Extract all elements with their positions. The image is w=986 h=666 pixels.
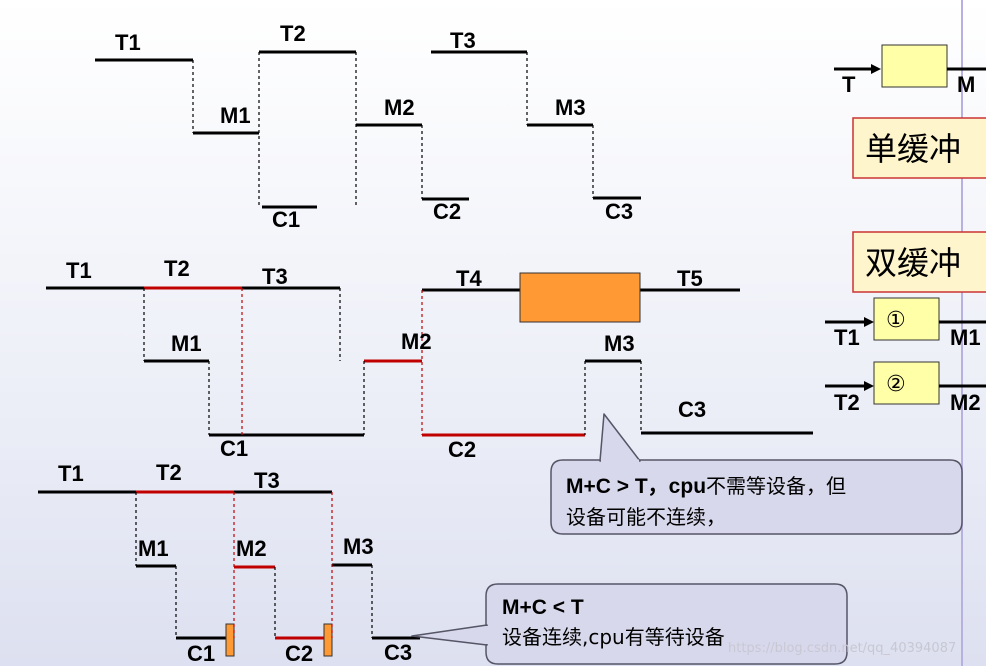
row3-label-t3: T3 — [254, 468, 280, 493]
row1-label-t3: T3 — [450, 28, 476, 53]
double-buffer-t2-label: T2 — [834, 390, 860, 415]
row2-timeline — [46, 286, 813, 437]
row2-label-t1: T1 — [66, 258, 92, 283]
row2-label-t4: T4 — [456, 266, 482, 291]
row2-label-m2: M2 — [401, 329, 432, 354]
row1-label-m2: M2 — [384, 95, 415, 120]
row3-label-c2: C2 — [285, 641, 313, 666]
callout-1-pointer — [599, 413, 641, 462]
row1-dashes — [192, 52, 594, 208]
row2-dashes — [143, 288, 642, 435]
row3-timeline — [38, 490, 420, 640]
double-buffer-m1-label: M1 — [950, 325, 981, 350]
single-buffer-box — [881, 44, 948, 88]
callout-2: M+C < T 设备连续,cpu有等待设备 — [411, 583, 848, 665]
row2-label-m1: M1 — [171, 331, 202, 356]
row1-label-t2: T2 — [280, 21, 306, 46]
row3-c2-wait-block — [323, 623, 333, 657]
callout-2-bubble — [485, 583, 848, 665]
row3-labels: T1 T2 T3 M1 M2 M3 C1 C2 C3 — [58, 460, 412, 666]
row1-label-m3: M3 — [555, 95, 586, 120]
row1-label-c2: C2 — [433, 199, 461, 224]
row2-label-t3: T3 — [262, 264, 288, 289]
row2-label-m3: M3 — [604, 331, 635, 356]
row3-label-t2: T2 — [156, 460, 182, 485]
callout-1: M+C > T，cpu不需等设备，但 设备可能不连续， — [550, 413, 963, 535]
callout-1-line2: 设备可能不连续， — [566, 505, 726, 529]
row3-label-m3: M3 — [343, 534, 374, 559]
single-buffer-t-label: T — [842, 72, 856, 97]
double-buffer-title-box — [852, 231, 986, 293]
legend-single-buffer: T M 单缓冲 — [834, 44, 986, 179]
row1-label-c1: C1 — [272, 207, 300, 232]
row2-label-c3: C3 — [678, 397, 706, 422]
callout-1-line1-rest: 不需等设备，但 — [706, 474, 846, 498]
buffer-2-symbol: ② — [886, 372, 906, 397]
callout-1-line1-bold: M+C > T，cpu — [566, 475, 706, 498]
row2-label-t5: T5 — [677, 266, 703, 291]
row2-labels: T1 T2 T3 T4 T5 M1 M2 M3 C1 C2 C3 — [66, 256, 706, 462]
row3-dashes — [135, 492, 373, 638]
row1-timeline — [95, 50, 641, 209]
legend-double-buffer: 双缓冲 ① T1 M1 ② T2 M2 — [825, 231, 986, 415]
callout-1-bubble — [550, 459, 963, 535]
callout-1-line1: M+C > T，cpu不需等设备，但 — [566, 474, 846, 498]
single-buffer-title: 单缓冲 — [865, 130, 961, 168]
single-buffer-m-label: M — [957, 72, 975, 97]
single-buffer-title-box — [852, 117, 986, 179]
row3-label-c3: C3 — [384, 640, 412, 665]
row3-c1-wait-block — [225, 623, 235, 657]
row2-waiting-block — [519, 272, 641, 323]
double-buffer-m2-label: M2 — [950, 390, 981, 415]
row2-label-t2: T2 — [164, 256, 190, 281]
row3-label-m1: M1 — [138, 536, 169, 561]
callout-2-line2: 设备连续,cpu有等待设备 — [502, 625, 725, 649]
buffer-1-symbol: ① — [886, 308, 906, 333]
row3-label-t1: T1 — [58, 461, 84, 486]
row1-labels: T1 T2 T3 M1 M2 M3 C1 C2 C3 — [115, 21, 633, 232]
row3-label-m2: M2 — [236, 536, 267, 561]
row3-label-c1: C1 — [187, 641, 215, 666]
callout-2-line1: M+C < T — [502, 596, 584, 619]
buffer-2-box — [873, 361, 940, 405]
row2-label-c1: C1 — [220, 436, 248, 461]
row1-label-m1: M1 — [220, 103, 251, 128]
row2-label-c2: C2 — [448, 437, 476, 462]
buffer-1-box — [873, 297, 940, 341]
double-buffer-title: 双缓冲 — [865, 244, 961, 282]
callout-2-pointer — [411, 624, 488, 646]
row1-label-t1: T1 — [115, 30, 141, 55]
row1-label-c3: C3 — [605, 199, 633, 224]
double-buffer-t1-label: T1 — [834, 325, 860, 350]
watermark: https://blog.csdn.net/qq_40394087 — [728, 641, 956, 656]
